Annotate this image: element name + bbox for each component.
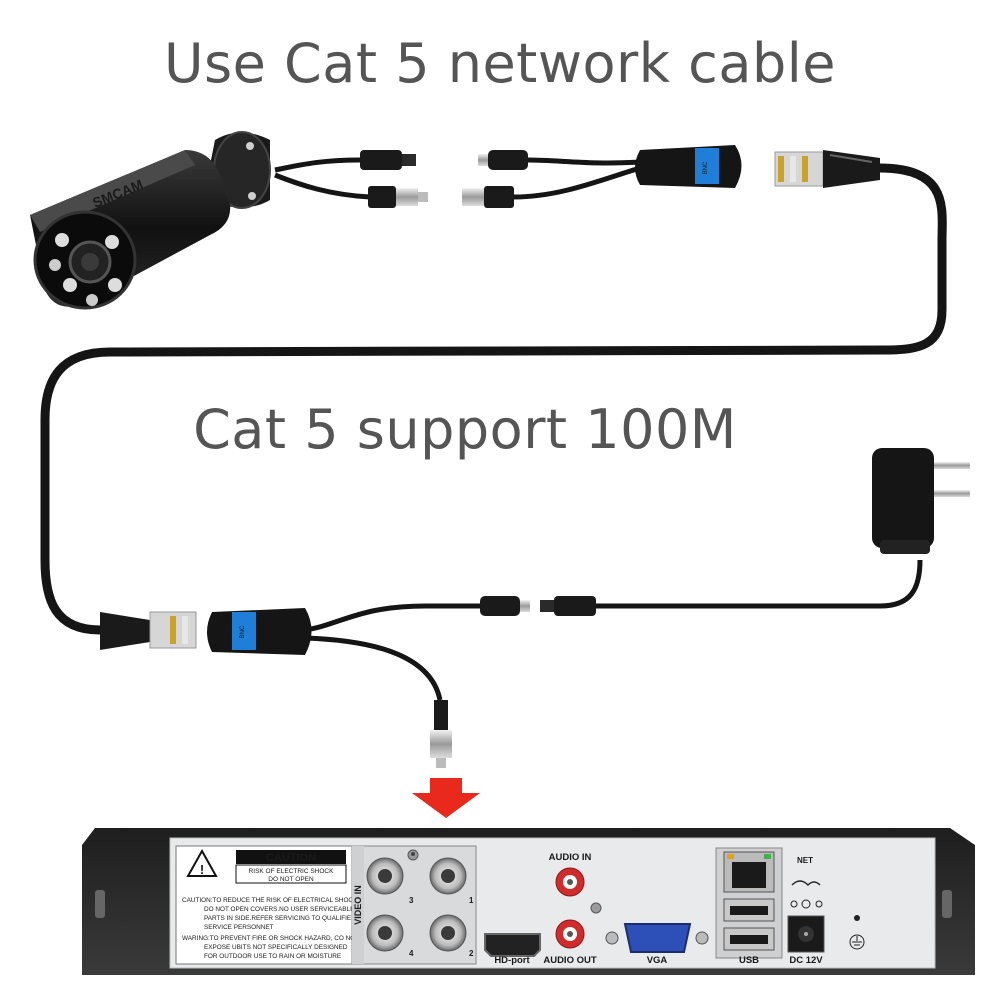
ground-icon [849, 934, 865, 950]
caution-text-line: SERVICE PERSONNET [204, 924, 274, 931]
reset-hole [854, 915, 860, 921]
balun-top-bnc-wire [513, 165, 641, 200]
usb-label: USB [739, 955, 759, 966]
network-cable [40, 163, 947, 635]
net-label: NET [797, 856, 813, 865]
rj45-plug-top [774, 150, 880, 188]
vga-port [623, 923, 692, 953]
vga-label: VGA [647, 955, 668, 966]
dvr-recorder: ! CAUTION RISK OF ELECTRIC SHOCK DO NOT … [82, 828, 975, 975]
power-dc-plug [540, 596, 596, 616]
diagram-subtitle: Cat 5 support 100M [193, 398, 737, 461]
rj45-plug-bottom [100, 611, 197, 650]
channel-label-3: 3 [409, 896, 414, 905]
caution-box-line1: RISK OF ELECTRIC SHOCK [249, 868, 335, 875]
caution-text-line: EXPOSE UBITS NOT SPECIFICALLY DESIGNED [204, 944, 348, 951]
caution-text-line: DO NOT OPEN COVERS.NO USER SERVICEABLE [204, 906, 354, 913]
balun-top-dc-wire [527, 157, 641, 166]
dc-label: DC 12V [789, 955, 823, 966]
balun-top-module-label: BNC [703, 161, 709, 174]
balun-bottom-bnc-wire [304, 635, 443, 701]
caution-text-line: PARTS IN SIDE.REFER SERVICING TO QUALIFI… [204, 915, 356, 922]
bnc-plug-to-dvr [430, 700, 452, 768]
channel-label-4: 4 [409, 949, 414, 958]
diagram-title: Use Cat 5 network cable [164, 32, 836, 95]
hd-port [484, 933, 541, 957]
balun-bottom-dc-wire [304, 603, 480, 633]
audio-in-label: AUDIO IN [549, 852, 592, 863]
svg-text:!: ! [200, 862, 204, 877]
bullet-camera: SMCAM [30, 131, 371, 310]
dc-polarity-icon [790, 900, 798, 908]
caution-heading: CAUTION [266, 852, 316, 864]
caution-label: ! CAUTION RISK OF ELECTRIC SHOCK DO NOT … [175, 845, 359, 965]
power-adapter [596, 448, 970, 609]
balun-bottom-module-label: BNC [240, 625, 246, 638]
balun-receiver: BNC [207, 608, 312, 655]
camera-bnc-plug [368, 186, 428, 208]
net-symbol-icon [791, 880, 821, 887]
caution-text-line: FOR OUTDOOR USE TO RAIN OR MOISTURE [204, 953, 341, 960]
caution-text-line: CAUTION:TO REDUCE THE RISK OF ELECTRICAL… [182, 897, 359, 904]
balun-top-dc-jack [478, 150, 528, 170]
audio-out-label: AUDIO OUT [543, 955, 597, 966]
down-arrow [412, 778, 480, 818]
hd-port-label: HD-port [494, 955, 530, 966]
caution-box-line2: DO NOT OPEN [268, 876, 314, 883]
channel-label-1: 1 [469, 896, 474, 905]
balun-top-bnc-jack [462, 186, 514, 208]
channel-label-2: 2 [469, 949, 474, 958]
caution-text-line: WARING:TO PREVENT FIRE OR SHOCK HAZARD, … [182, 935, 359, 942]
balun-transmitter: BNC [635, 145, 742, 188]
camera-dc-plug [360, 150, 416, 170]
video-in-label: VIDEO IN [353, 885, 363, 925]
balun-bottom-dc-jack [480, 596, 530, 616]
